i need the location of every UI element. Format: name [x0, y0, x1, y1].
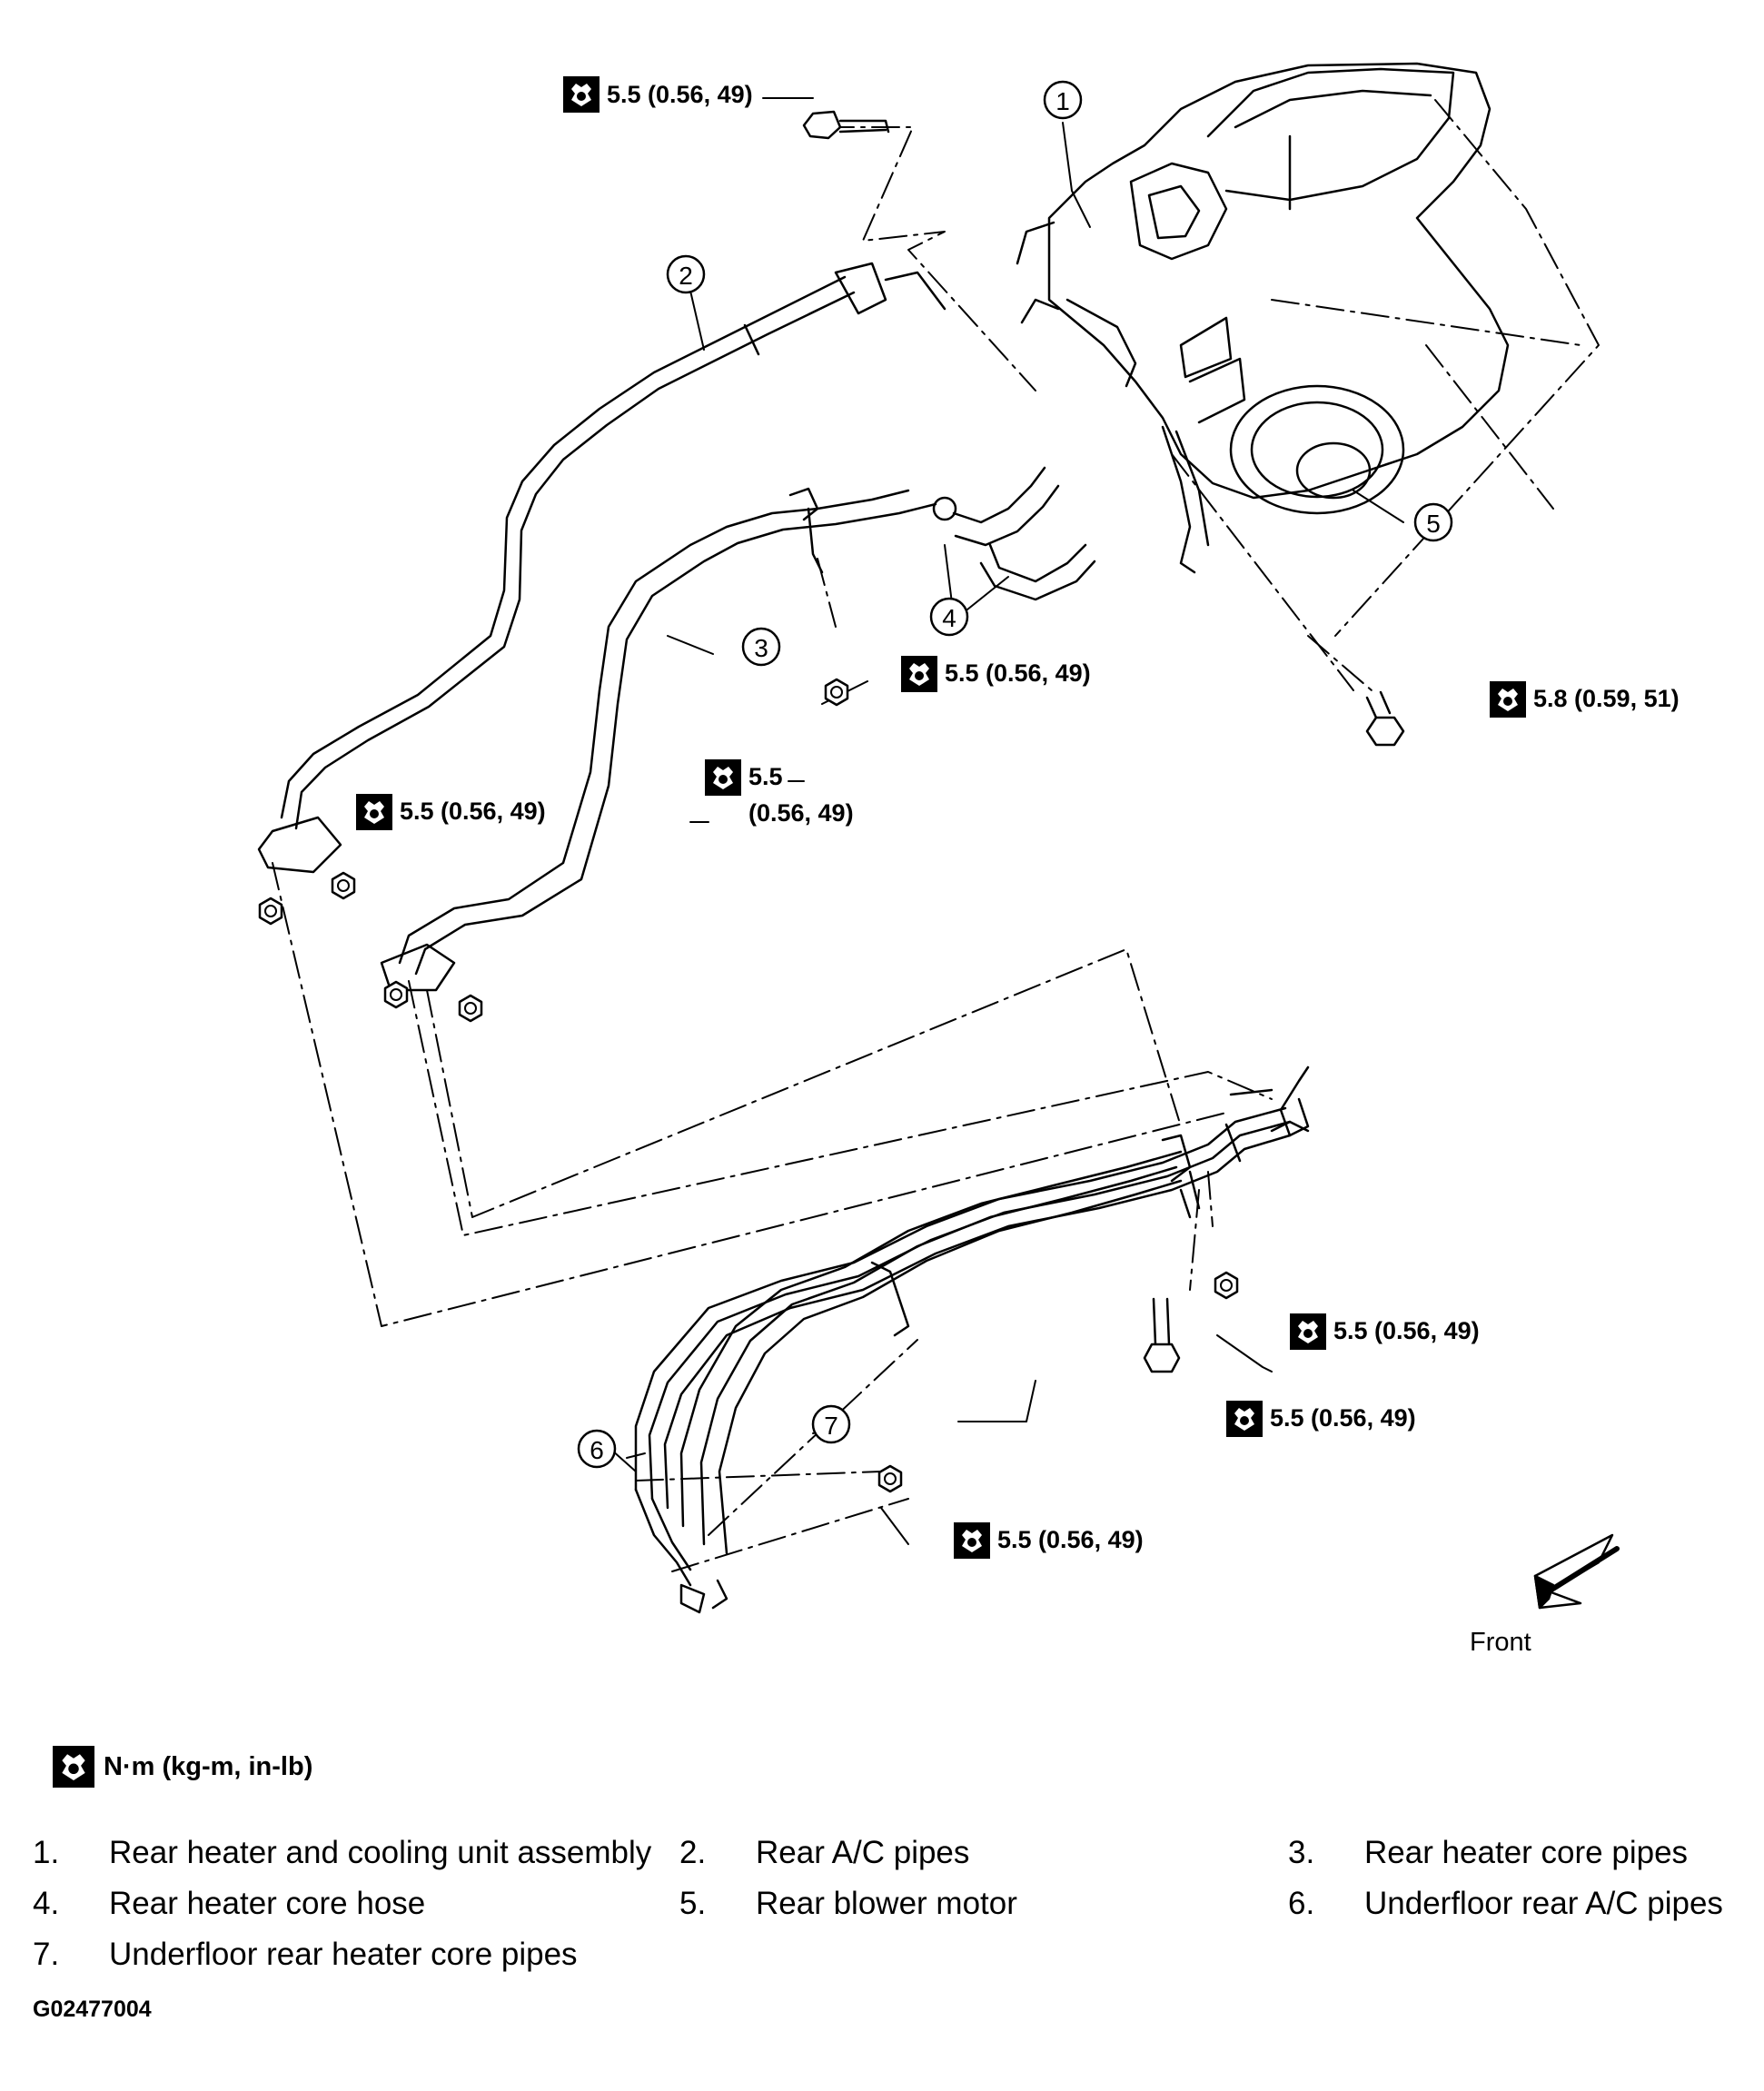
torque-label-heater-nut: 5.5 (0.56, 49) — [705, 759, 854, 827]
nut-7 — [877, 1464, 903, 1493]
torque-label-hose-nut: 5.5 (0.56, 49) — [901, 656, 1091, 692]
torque-label-bottom-nut: 5.5 (0.56, 49) — [954, 1522, 1144, 1559]
svg-text:5.5 (0.56, 49): 5.5 (0.56, 49) — [997, 1526, 1144, 1553]
bolt-lower — [1143, 1297, 1181, 1373]
front-label: Front — [1470, 1628, 1531, 1657]
unit-legend: N·m (kg-m, in-lb) — [53, 1746, 312, 1788]
svg-text:7: 7 — [824, 1412, 838, 1440]
svg-text:5.5 (0.56, 49): 5.5 (0.56, 49) — [1333, 1317, 1480, 1344]
torque-wrench-icon — [53, 1746, 94, 1788]
rear-ac-pipes-shape — [257, 262, 946, 874]
underfloor-pipes-shape — [634, 1065, 1310, 1614]
torque-labels: 5.5 (0.56, 49) 5.5 (0.56, 49) 5.8 (0.59,… — [356, 76, 1680, 1559]
svg-text:4: 4 — [942, 604, 956, 632]
callout-6: 6 — [577, 1429, 617, 1469]
torque-label-unit-bolt: 5.8 (0.59, 51) — [1490, 681, 1680, 718]
svg-text:(0.56, 49): (0.56, 49) — [748, 799, 854, 827]
figure-code: G02477004 — [33, 1997, 152, 2022]
svg-text:5.5 (0.56, 49): 5.5 (0.56, 49) — [945, 659, 1091, 687]
callout-circles: 1 2 3 4 5 6 7 — [577, 80, 1453, 1469]
nut-5 — [824, 678, 849, 707]
rear-heater-core-pipes-shape — [380, 487, 957, 992]
svg-text:6: 6 — [590, 1436, 604, 1464]
nut-2 — [331, 871, 356, 900]
svg-text:1: 1 — [1055, 87, 1070, 115]
alignment-lines — [272, 99, 1600, 1572]
callout-5: 5 — [1413, 502, 1453, 542]
front-arrow-icon — [1533, 1533, 1620, 1610]
unit-legend-text: N·m (kg-m, in-lb) — [104, 1751, 313, 1781]
nut-3 — [383, 980, 409, 1009]
rear-heater-core-hose-shape — [952, 466, 1096, 601]
svg-text:5.5: 5.5 — [748, 763, 783, 790]
torque-label-ac-nut: 5.5 (0.56, 49) — [356, 794, 546, 830]
nut-1 — [258, 897, 283, 926]
svg-text:5.8 (0.59, 51): 5.8 (0.59, 51) — [1533, 685, 1680, 712]
callout-7: 7 — [811, 1404, 851, 1444]
svg-text:3: 3 — [754, 634, 768, 662]
torque-label-top: 5.5 (0.56, 49) — [563, 76, 753, 113]
callout-4: 4 — [929, 597, 969, 637]
heater-cooling-unit-shape — [1016, 62, 1510, 574]
callout-2: 2 — [666, 254, 706, 294]
svg-text:2: 2 — [679, 262, 693, 290]
nut-6 — [1214, 1271, 1239, 1300]
svg-text:5.5 (0.56, 49): 5.5 (0.56, 49) — [607, 81, 753, 108]
svg-text:5.5 (0.56, 49): 5.5 (0.56, 49) — [400, 798, 546, 825]
bolt-top — [802, 110, 890, 140]
svg-text:5.5 (0.56, 49): 5.5 (0.56, 49) — [1270, 1404, 1416, 1432]
bolt-right — [1365, 690, 1405, 747]
svg-text:5: 5 — [1426, 510, 1441, 538]
callout-3: 3 — [741, 627, 781, 667]
torque-label-underfloor-nut: 5.5 (0.56, 49) — [1290, 1313, 1480, 1350]
nut-4 — [458, 994, 483, 1023]
callout-1: 1 — [1043, 80, 1083, 120]
leader-lines — [594, 97, 1404, 1545]
torque-label-underfloor-bolt: 5.5 (0.56, 49) — [1226, 1401, 1416, 1437]
